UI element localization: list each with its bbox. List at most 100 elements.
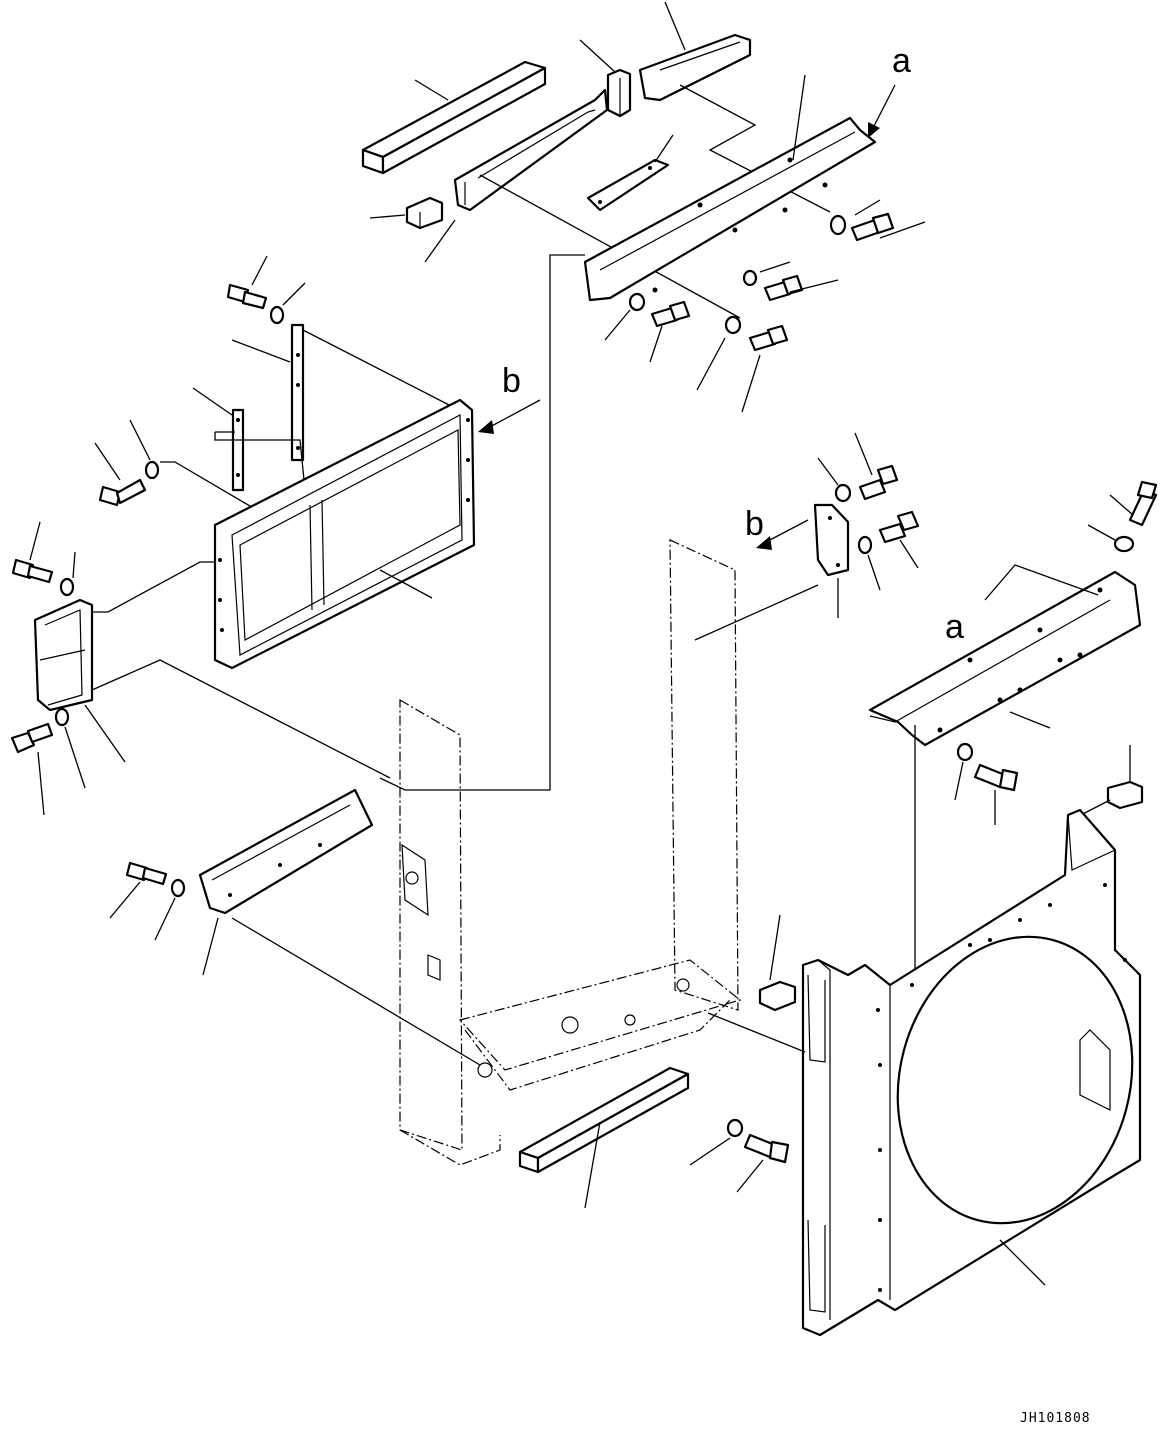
leader-line — [604, 309, 631, 341]
washer-8 — [54, 707, 70, 727]
leader-line — [231, 339, 291, 363]
washer-1 — [829, 214, 847, 236]
leader-line — [584, 1121, 601, 1209]
shroud-frame-b — [213, 398, 476, 670]
leader-line — [379, 254, 585, 791]
seal-block-fan — [758, 980, 797, 1012]
bolt-1 — [850, 212, 895, 242]
radiator-frame-dashed — [399, 539, 742, 1166]
strap-short — [231, 408, 245, 492]
leader-line — [879, 221, 926, 239]
leader-line — [854, 432, 873, 476]
leader-line — [302, 329, 456, 409]
washer-3 — [628, 292, 646, 312]
leader-line — [192, 387, 233, 416]
leader-line — [231, 917, 481, 1066]
leader-line — [696, 337, 726, 391]
leader-line — [664, 1, 686, 51]
leader-line — [736, 1159, 764, 1193]
callout-b-right: b — [745, 505, 809, 550]
bolt-6 — [98, 478, 147, 507]
leader-line — [694, 584, 819, 641]
leader-line — [282, 282, 306, 306]
bolt-5 — [226, 283, 268, 310]
washer-13 — [956, 742, 974, 762]
seal-block-top — [606, 68, 632, 118]
leader-line — [64, 726, 86, 789]
bolt-9 — [125, 861, 168, 886]
svg-text:b: b — [745, 505, 764, 543]
bolt-8 — [10, 722, 54, 754]
leader-line — [899, 539, 919, 569]
leader-line — [867, 554, 881, 591]
leader-line — [759, 261, 791, 273]
leader-line — [379, 569, 433, 599]
bolt-2 — [763, 274, 804, 302]
bolt-13 — [973, 763, 1019, 792]
bottom-seal-bar — [518, 1066, 690, 1174]
leader-line — [251, 255, 268, 286]
leader-line — [84, 704, 126, 763]
leader-line — [741, 354, 761, 413]
svg-text:a: a — [892, 42, 911, 80]
seal-block-left — [405, 196, 444, 230]
leader-line — [414, 79, 449, 101]
leader-line — [854, 199, 881, 216]
bolt-11 — [878, 510, 920, 544]
leader-line — [424, 219, 456, 263]
callout-a-top: a — [868, 42, 911, 138]
leader-line — [91, 659, 391, 779]
leader-line — [1009, 711, 1051, 729]
bolt-14 — [743, 1133, 790, 1164]
top-channel-piece — [638, 33, 752, 102]
drawing-code: JH101808 — [1020, 1411, 1091, 1426]
bolt-3 — [650, 300, 691, 328]
support-bracket-a-top — [583, 116, 877, 302]
callout-b-left: b — [478, 362, 541, 434]
leader-line — [1109, 494, 1134, 516]
top-seal-bar — [361, 60, 547, 175]
top-angle-bracket — [453, 88, 609, 212]
leader-line — [109, 881, 141, 919]
support-bracket-a-right — [868, 570, 1142, 747]
seal-block-right — [1106, 780, 1144, 810]
bolt-10 — [858, 464, 899, 501]
washer-6 — [144, 460, 160, 480]
fan-shroud — [801, 808, 1142, 1337]
leader-line — [789, 279, 839, 293]
leader-line — [579, 39, 616, 73]
leader-line — [154, 897, 176, 941]
washer-11 — [857, 535, 873, 555]
leader-line — [792, 74, 806, 161]
leader-line — [654, 134, 674, 163]
washer-14 — [726, 1118, 744, 1138]
leader-line — [37, 751, 45, 816]
side-clip — [33, 598, 94, 712]
bracket-b-right — [813, 503, 850, 577]
washer-5 — [269, 305, 285, 325]
leader-line — [1087, 524, 1116, 541]
leader-line — [649, 325, 663, 363]
leader-line — [369, 214, 406, 219]
bolt-12 — [1128, 480, 1158, 527]
leader-line — [72, 551, 76, 579]
washer-7 — [59, 577, 75, 597]
washer-12 — [1113, 535, 1135, 553]
hinge-clip — [586, 158, 670, 212]
bolt-4 — [748, 324, 789, 352]
bolt-7 — [11, 558, 54, 584]
leader-line — [479, 174, 741, 319]
leader-line — [29, 521, 41, 561]
lower-left-bracket — [198, 788, 374, 915]
washer-4 — [724, 315, 742, 335]
leader-line — [999, 1239, 1046, 1286]
leader-line — [92, 561, 215, 613]
leader-line — [954, 761, 964, 801]
leader-line — [202, 917, 219, 976]
leader-line — [769, 914, 781, 981]
callout-a-right: a — [945, 608, 964, 646]
svg-text:b: b — [502, 362, 521, 400]
leader-line — [94, 442, 121, 481]
leader-line — [984, 564, 1099, 601]
